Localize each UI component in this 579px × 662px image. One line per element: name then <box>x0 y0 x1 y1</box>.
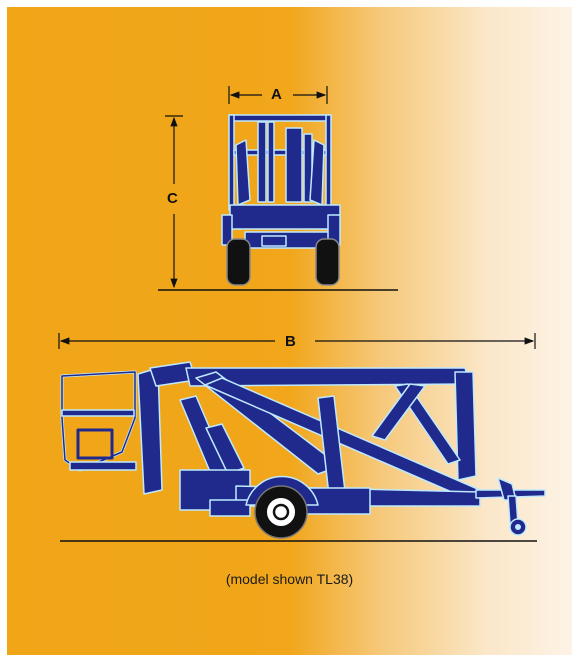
lift-front-view <box>221 114 341 286</box>
dimension-a-label: A <box>271 86 282 103</box>
lift-side-view <box>60 361 546 539</box>
dimension-c <box>165 115 183 289</box>
model-caption: (model shown TL38) <box>225 571 354 587</box>
dimension-b <box>58 333 536 349</box>
dimension-a <box>228 86 328 104</box>
dimension-c-label: C <box>167 190 178 207</box>
dimension-b-label: B <box>285 333 296 350</box>
